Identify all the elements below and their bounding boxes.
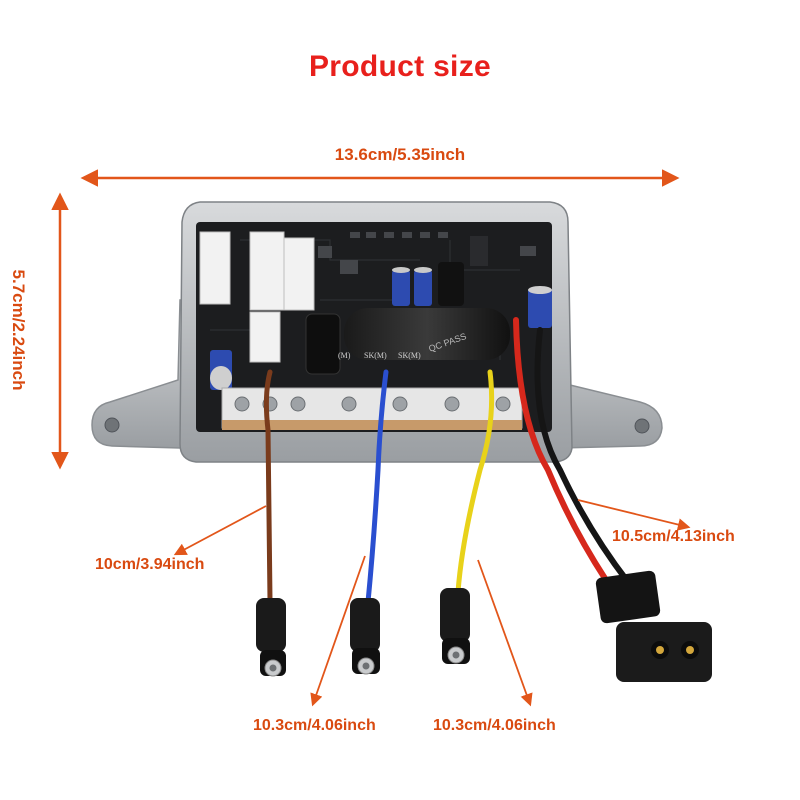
mount-hole-right xyxy=(634,418,650,434)
yellow-wire xyxy=(455,369,495,595)
height-label: 5.7cm/2.24inch xyxy=(9,269,28,391)
power-wire-label: 10.5cm/4.13inch xyxy=(612,528,735,545)
small-capacitors xyxy=(210,262,552,390)
power-leader xyxy=(577,499,691,531)
brown-leader xyxy=(173,505,267,556)
smd-components xyxy=(318,232,536,274)
main-capacitor xyxy=(344,308,510,360)
terminal-base xyxy=(222,420,522,430)
terminal-label: SK(M) xyxy=(398,351,421,360)
blue-wire-label: 10.3cm/4.06inch xyxy=(253,717,376,734)
inductor xyxy=(305,313,341,375)
yellow-leader xyxy=(477,559,533,707)
blue-leader xyxy=(310,555,366,707)
power-plug xyxy=(595,570,712,682)
brown-wire-label: 10cm/3.94inch xyxy=(95,556,205,573)
terminal-label: (M) xyxy=(338,351,351,360)
black-wire xyxy=(534,327,631,585)
yellow-wire-label: 10.3cm/4.06inch xyxy=(433,717,556,734)
bullet-connector-brown xyxy=(256,598,286,677)
length-label: 13.6cm/5.35inch xyxy=(334,145,466,164)
bullet-connector-yellow xyxy=(440,588,470,664)
page-title: Product size xyxy=(309,50,491,83)
bullet-connector-blue xyxy=(350,598,380,675)
red-wire xyxy=(513,317,609,583)
white-connectors xyxy=(199,231,315,363)
blue-wire xyxy=(365,369,389,605)
brown-wire xyxy=(263,369,273,603)
mount-hole-left xyxy=(104,417,120,433)
terminal-label: SK(M) xyxy=(364,351,387,360)
